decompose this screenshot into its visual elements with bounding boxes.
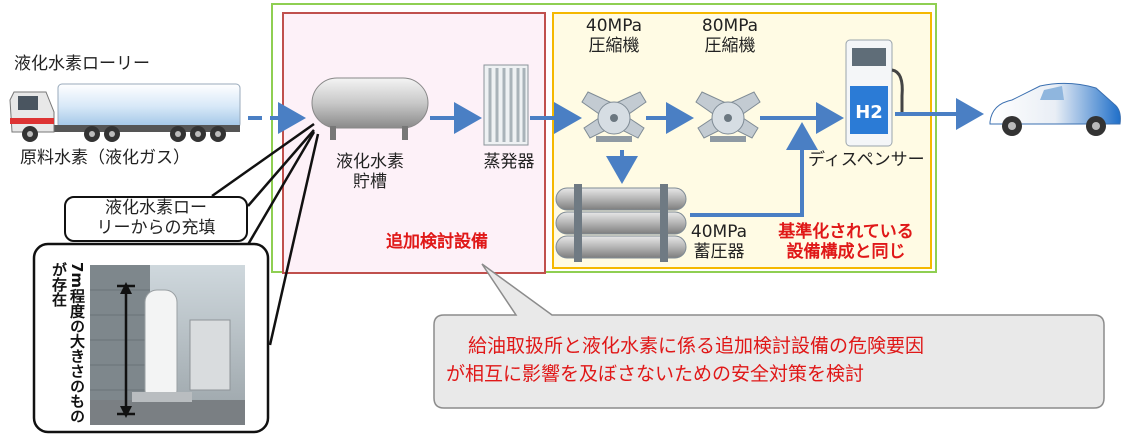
lorry-fill-callout	[64, 196, 248, 242]
accumulator-pressure: 40MPa	[690, 222, 748, 242]
fcv-car-icon	[989, 82, 1121, 136]
main-callout-line2: が相互に影響を及ぼさないための安全対策を検討	[446, 363, 865, 385]
standard-note-line2: 設備構成と同じ	[786, 242, 906, 262]
compressor-80-icon	[695, 91, 761, 142]
dispenser-h2-text: H2	[855, 102, 883, 123]
tank-label: 液化水素 貯槽	[300, 152, 440, 192]
lorry-label: 液化水素ローリー	[14, 54, 150, 74]
compressor-80-pressure: 80MPa	[701, 16, 759, 36]
dispenser-icon: H2	[845, 39, 904, 147]
callout-fill-line1: 液化水素ロー	[105, 198, 207, 218]
tank-label-line1: 液化水素	[336, 152, 404, 172]
standard-config-note: 基準化されている 設備構成と同じ	[756, 222, 936, 262]
lorry-fill-callout-text: 液化水素ロー リーからの充填	[64, 198, 248, 238]
compressor-40-text: 圧縮機	[588, 36, 640, 56]
accumulator-label: 40MPa 蓄圧器	[682, 222, 756, 262]
photo-vertical-caption: 7m程度の大きさのものが存在	[50, 262, 86, 424]
lh2-tank-icon	[311, 77, 429, 140]
tank-label-line2: 貯槽	[353, 172, 387, 192]
dispenser-label: ディスペンサー	[808, 150, 925, 170]
callout-fill-line2: リーからの充填	[96, 218, 216, 238]
compressor-40-label: 40MPa 圧縮機	[574, 16, 654, 56]
compressor-80-label: 80MPa 圧縮機	[690, 16, 770, 56]
lh2-tank-photo	[90, 265, 245, 425]
compressor-80-text: 圧縮機	[704, 36, 756, 56]
lorry-truck-icon	[9, 83, 241, 142]
additional-equipment-zone	[271, 3, 937, 273]
additional-equipment-label: 追加検討設備	[386, 232, 488, 252]
accumulator-text: 蓄圧器	[693, 242, 745, 262]
vaporizer-icon	[483, 64, 529, 146]
main-callout-text: 給油取扱所と液化水素に係る追加検討設備の危険要因 が相互に影響を及ぼさないための…	[446, 332, 1096, 388]
accumulator-icon	[555, 184, 687, 262]
standard-note-line1: 基準化されている	[778, 222, 914, 242]
raw-hydrogen-caption: 原料水素（液化ガス）	[20, 148, 190, 168]
compressor-40-icon	[581, 91, 647, 142]
main-callout-bubble	[433, 263, 1105, 409]
compressor-40-pressure: 40MPa	[585, 16, 643, 36]
vaporizer-label: 蒸発器	[483, 152, 535, 172]
main-callout-line1: 給油取扱所と液化水素に係る追加検討設備の危険要因	[468, 335, 925, 357]
